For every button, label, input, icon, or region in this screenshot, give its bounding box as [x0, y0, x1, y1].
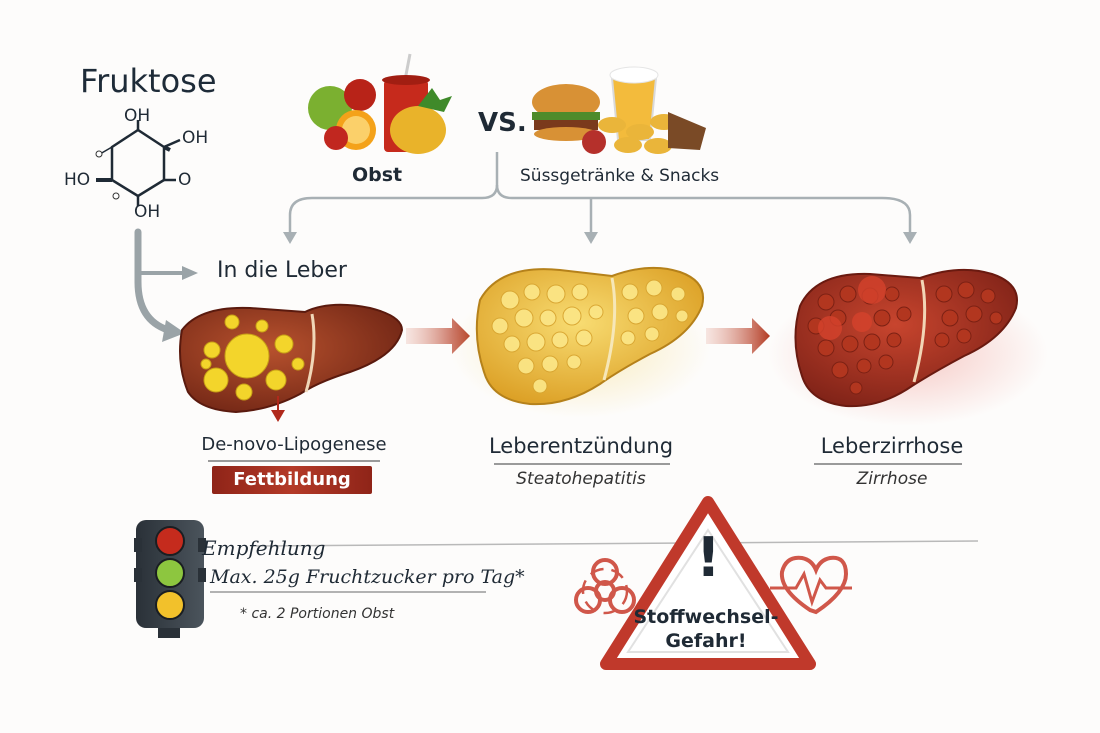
biohazard-icon: [574, 558, 636, 615]
recommendation-footnote: * ca. 2 Portionen Obst: [240, 606, 395, 622]
stage-1-underline: [208, 460, 380, 462]
snacks-icon: [532, 66, 706, 154]
heart-pulse-icon: [770, 555, 852, 615]
stage-2-title: Leberentzündung: [488, 434, 674, 458]
warning-triangle-icon: [600, 496, 816, 670]
stage-3-subtitle: Zirrhose: [856, 469, 928, 489]
fruit-icon: [308, 53, 452, 154]
warning-text: Stoffwechsel- Gefahr!: [616, 605, 796, 653]
stage-arrow-2: [706, 318, 770, 354]
fettbildung-badge: Fettbildung: [212, 466, 372, 494]
stage-3-underline: [814, 463, 962, 465]
molecule-oh-right: OH: [182, 128, 209, 148]
fructose-flow-arrow: [134, 228, 184, 334]
stage-1-title: De-novo-Lipogenese: [201, 434, 387, 455]
page-title: Fruktose: [80, 62, 217, 100]
molecule-o-ring: O: [178, 170, 192, 190]
food-branch-connector: [288, 152, 912, 236]
fructose-molecule: [96, 120, 181, 206]
traffic-light-icon: [134, 520, 206, 638]
fatty-liver: [179, 303, 404, 422]
section-divider: [249, 540, 979, 547]
inflamed-liver: [475, 266, 704, 406]
molecule-oh-top: OH: [124, 106, 151, 126]
recommendation-title: Empfehlung: [202, 536, 326, 560]
cirrhotic-liver: [794, 268, 1018, 408]
warning-exclamation: !: [696, 526, 721, 589]
warning-line-2: Gefahr!: [665, 630, 747, 652]
liver-entry-label: In die Leber: [217, 258, 347, 283]
versus-label: VS.: [478, 108, 527, 138]
warning-line-1: Stoffwechsel-: [633, 606, 779, 628]
molecule-ho-left: HO: [64, 170, 91, 190]
stage-3-title: Leberzirrhose: [820, 434, 964, 458]
snacks-label: Süssgetränke & Snacks: [520, 166, 720, 186]
fruit-label: Obst: [352, 164, 403, 186]
recommendation-text: Max. 25g Fruchtzucker pro Tag*: [210, 566, 525, 588]
stage-2-underline: [494, 463, 670, 465]
stage-2-subtitle: Steatohepatitis: [516, 469, 646, 489]
molecule-oh-bottom: OH: [134, 202, 161, 222]
